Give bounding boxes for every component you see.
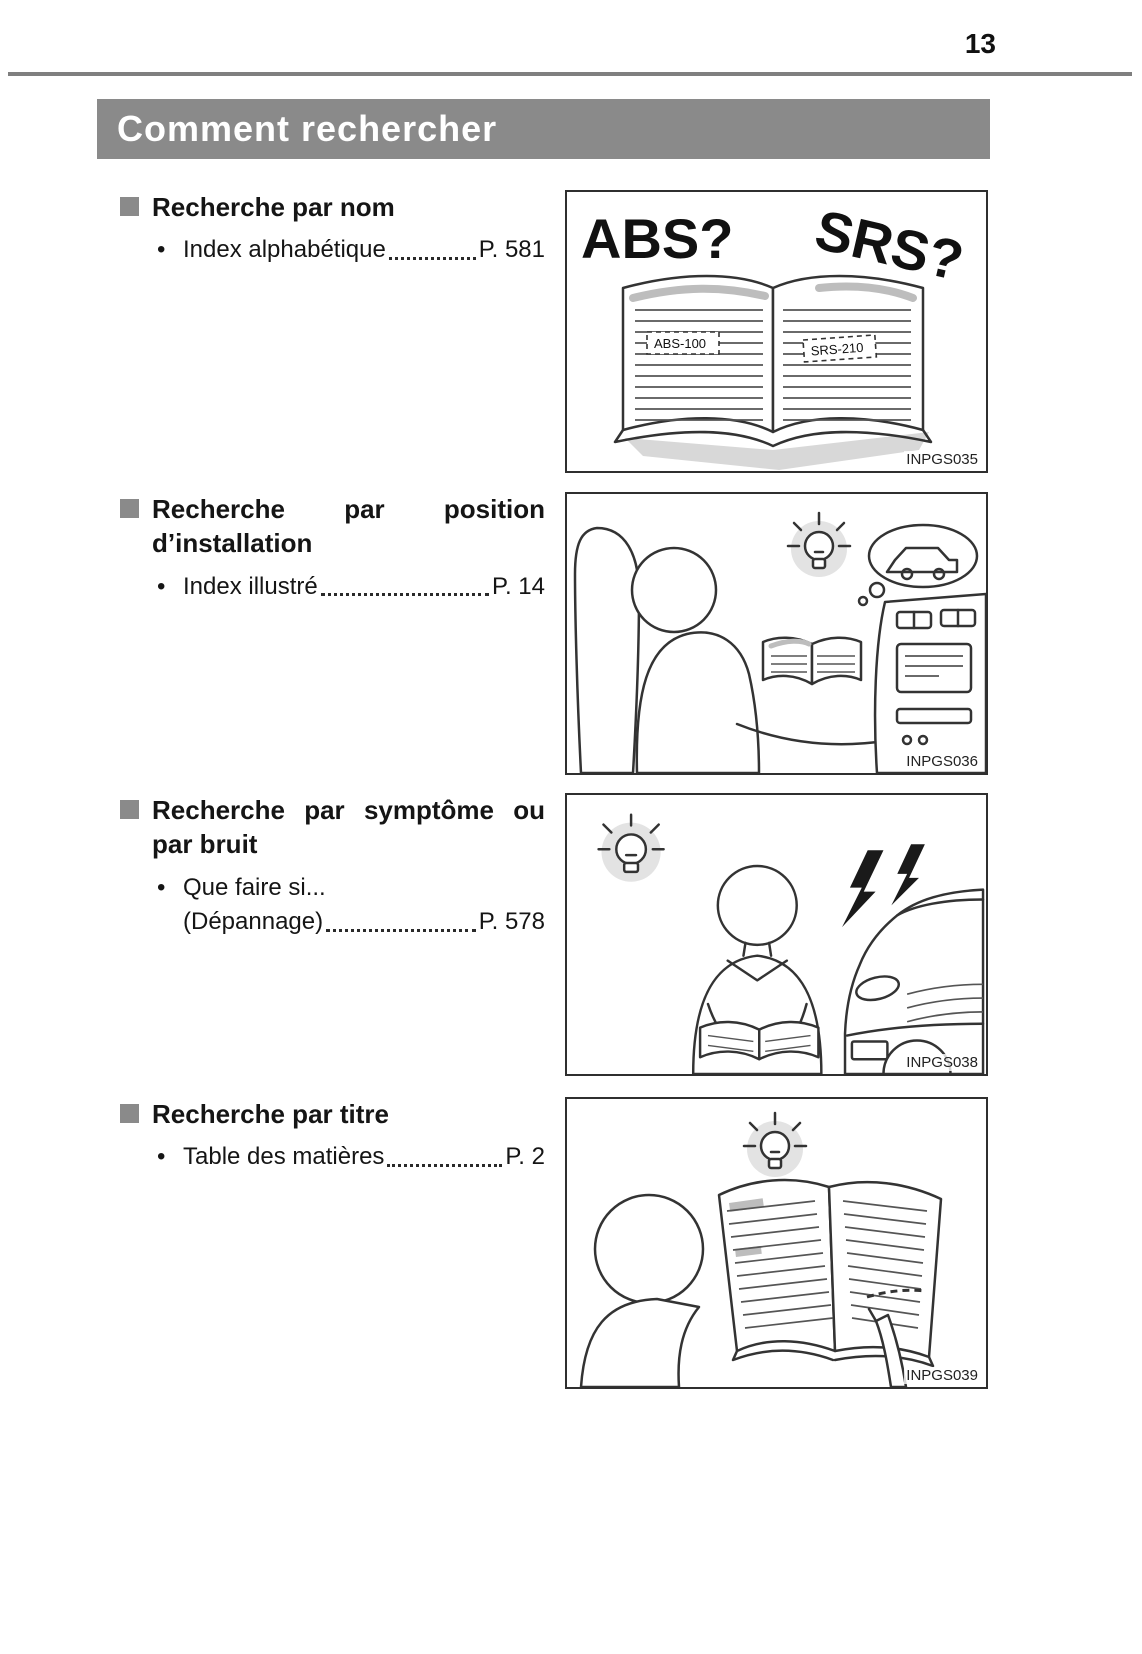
section-heading-text: Recherche par position d’installation [152,494,545,559]
section-heading: Recherche par position d’installation [120,492,545,561]
figure-caption: INPGS039 [904,1367,980,1384]
page-number: 13 [964,28,996,59]
page-ref: P. 2 [505,1143,545,1171]
section-recherche-par-symptome: Recherche par symptôme ou par bruit Que … [120,793,988,1076]
bullet-icon [157,871,183,906]
toc-item: Index alphabétique P. 581 [157,233,545,268]
car-icon [885,546,959,581]
figure-caption: INPGS036 [904,753,980,770]
section-items: Table des matières P. 2 [120,1140,545,1175]
item-label: Table des matières [183,1143,385,1171]
lightbulb-icon [742,1111,808,1177]
section-items: Index illustré P. 14 [120,570,545,605]
square-bullet-icon [120,800,139,819]
section-heading: Recherche par symptôme ou par bruit [120,793,545,862]
car-front [843,888,985,1074]
toc-item-continuation: (Dépannage) P. 578 [183,905,545,940]
reader-person [579,1193,705,1387]
svg-text:SRS-210: SRS-210 [810,340,864,359]
figure-caption: INPGS038 [904,1054,980,1071]
dot-leader [387,1164,503,1168]
section-heading-text: Recherche par titre [152,1099,389,1129]
section-text: Recherche par titre Table des matières P… [120,1097,545,1175]
abs-page-label: ABS-100 [646,331,720,355]
figure-caption: INPGS035 [904,451,980,468]
srs-page-label: SRS-210 [802,334,878,363]
dot-leader [320,593,490,597]
square-bullet-icon [120,1104,139,1123]
section-text: Recherche par position d’installation In… [120,492,545,604]
section-items: Index alphabétique P. 581 [120,233,545,268]
open-manual [761,636,863,686]
bullet-icon [157,233,183,268]
large-open-book [717,1178,943,1368]
figure-col: INPGS038 [565,793,988,1076]
person-with-book [691,864,823,1074]
page-ref: P. 578 [478,908,545,936]
svg-text:ABS-100: ABS-100 [654,336,706,351]
abs-label: ABS? [581,207,733,270]
figure-col: INPGS036 [565,492,988,775]
open-book: ABS-100 SRS-210 [613,274,933,448]
top-divider [8,72,1132,76]
section-text: Recherche par nom Index alphabétique P. … [120,190,545,268]
square-bullet-icon [120,197,139,216]
section-items: Que faire si... (Dépannage) P. 578 [120,871,545,941]
noise-bolts [842,844,925,928]
header-bar: Comment rechercher [97,99,990,159]
item-label: Que faire si... [183,873,326,901]
section-recherche-par-titre: Recherche par titre Table des matières P… [120,1097,988,1389]
lightbulb-icon [786,511,852,577]
reading-book-illustration [579,1111,943,1387]
section-heading-text: Recherche par nom [152,192,395,222]
square-bullet-icon [120,499,139,518]
dot-leader [326,929,476,933]
dashboard [873,592,986,773]
figure-col: INPGS039 [565,1097,988,1389]
bullet-icon [157,570,183,605]
figure-box-car-interior: INPGS036 [565,492,988,775]
seated-person [573,526,901,773]
item-label: (Dépannage) [183,908,324,936]
section-recherche-par-position: Recherche par position d’installation In… [120,492,988,775]
figure-col: ABS? SRS? ABS-100 [565,190,988,473]
toc-item: Table des matières P. 2 [157,1140,545,1175]
item-label: Index illustré [183,572,318,600]
figure-box-symptom-noise: INPGS038 [565,793,988,1076]
dot-leader [388,257,476,261]
page-ref: P. 14 [492,572,545,600]
car-interior-illustration [573,511,986,773]
bullet-icon [157,1140,183,1175]
symptom-noise-illustration [597,813,985,1074]
open-book-illustration: ABS? SRS? ABS-100 [581,198,969,470]
section-heading: Recherche par titre [120,1097,545,1131]
section-text: Recherche par symptôme ou par bruit Que … [120,793,545,940]
page-ref: P. 581 [478,236,545,264]
lightbulb-icon [597,813,665,882]
page-title: Comment rechercher [117,108,498,149]
pointing-hand [867,1307,908,1387]
figure-box-index-book: ABS? SRS? ABS-100 [565,190,988,473]
toc-item: Index illustré P. 14 [157,570,545,605]
figure-box-reading: INPGS039 [565,1097,988,1389]
book-shadow [625,432,929,470]
toc-item: Que faire si... [157,871,545,906]
section-heading-text: Recherche par symptôme ou par bruit [152,795,545,860]
item-label: Index alphabétique [183,236,386,264]
section-heading: Recherche par nom [120,190,545,224]
thought-bubble [857,523,979,607]
section-recherche-par-nom: Recherche par nom Index alphabétique P. … [120,190,988,473]
